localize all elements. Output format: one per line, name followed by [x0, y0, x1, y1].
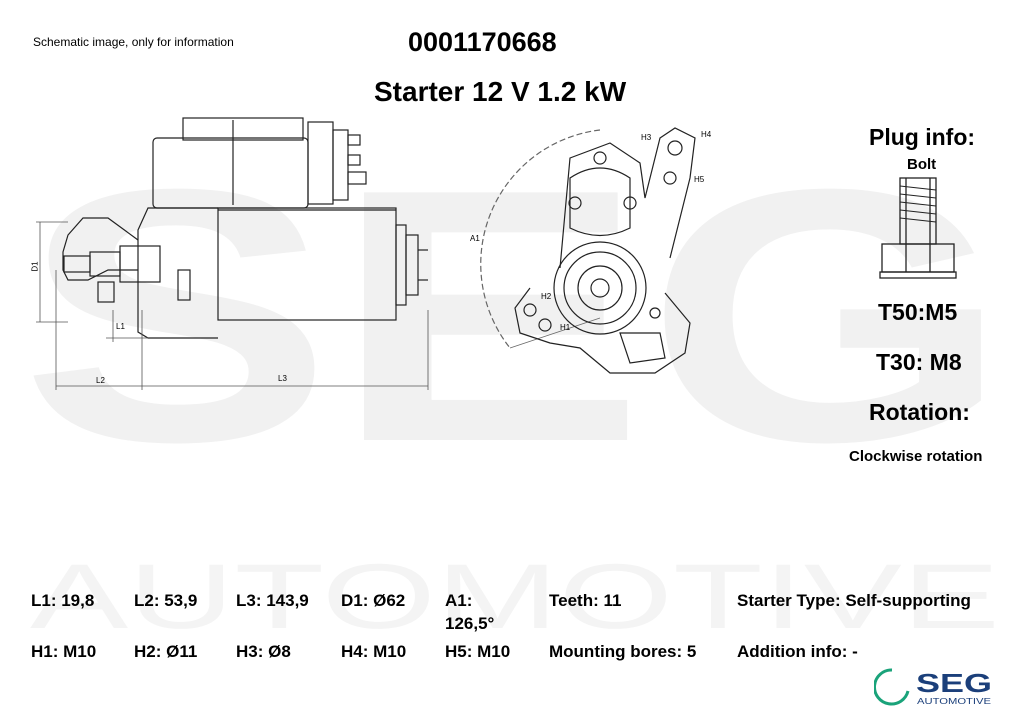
spec-addition-info: Addition info: - — [737, 642, 858, 661]
label-h5: H5 — [694, 175, 705, 184]
rotation-value: Clockwise rotation — [849, 448, 983, 465]
spec-teeth: Teeth: 11 — [549, 591, 622, 610]
logo-brand: SEG — [916, 668, 992, 698]
spec-mounting-bores: Mounting bores: 5 — [549, 642, 697, 661]
rotation-title: Rotation: — [869, 399, 970, 425]
label-d1: D1 — [30, 261, 40, 272]
part-number: 0001170668 — [408, 27, 557, 57]
logo-ring-icon — [874, 668, 910, 706]
bolt-icon — [879, 177, 957, 279]
watermark-big-text: SEG — [20, 115, 1010, 517]
starter-front-view-drawing — [480, 127, 696, 374]
logo-sub: AUTOMOTIVE — [917, 697, 991, 706]
spec-a1-label: A1: — [445, 591, 473, 610]
spec-a1-value: 126,5° — [445, 614, 495, 633]
spec-h3: H3: Ø8 — [236, 642, 291, 661]
spec-starter-type: Starter Type: Self-supporting — [737, 591, 971, 610]
seg-automotive-logo: SEG AUTOMOTIVE — [874, 668, 992, 706]
plug-info-t50: T50:M5 — [878, 299, 958, 325]
label-h3: H3 — [641, 133, 652, 142]
product-title: Starter 12 V 1.2 kW — [374, 76, 627, 107]
schematic-note: Schematic image, only for information — [33, 35, 234, 49]
spec-l2: L2: 53,9 — [134, 591, 198, 610]
label-h4: H4 — [701, 130, 712, 139]
label-h2: H2 — [541, 292, 552, 301]
label-l3: L3 — [278, 374, 287, 383]
label-a1: A1 — [470, 234, 480, 243]
spec-h2: H2: Ø11 — [134, 642, 198, 661]
plug-info-type: Bolt — [907, 156, 937, 173]
spec-h1: H1: M10 — [31, 642, 97, 661]
label-l1: L1 — [116, 322, 125, 331]
spec-d1: D1: Ø62 — [341, 591, 406, 610]
starter-side-view-drawing — [36, 117, 429, 390]
watermark-small-text: AUTOMOTIVE — [30, 546, 1000, 648]
spec-l3: L3: 143,9 — [236, 591, 309, 610]
spec-h4: H4: M10 — [341, 642, 407, 661]
plug-info-title: Plug info: — [869, 124, 976, 150]
spec-l1: L1: 19,8 — [31, 591, 95, 610]
label-h1: H1 — [560, 323, 571, 332]
label-l2: L2 — [96, 376, 105, 385]
spec-h5: H5: M10 — [445, 642, 511, 661]
plug-info-t30: T30: M8 — [876, 349, 962, 375]
